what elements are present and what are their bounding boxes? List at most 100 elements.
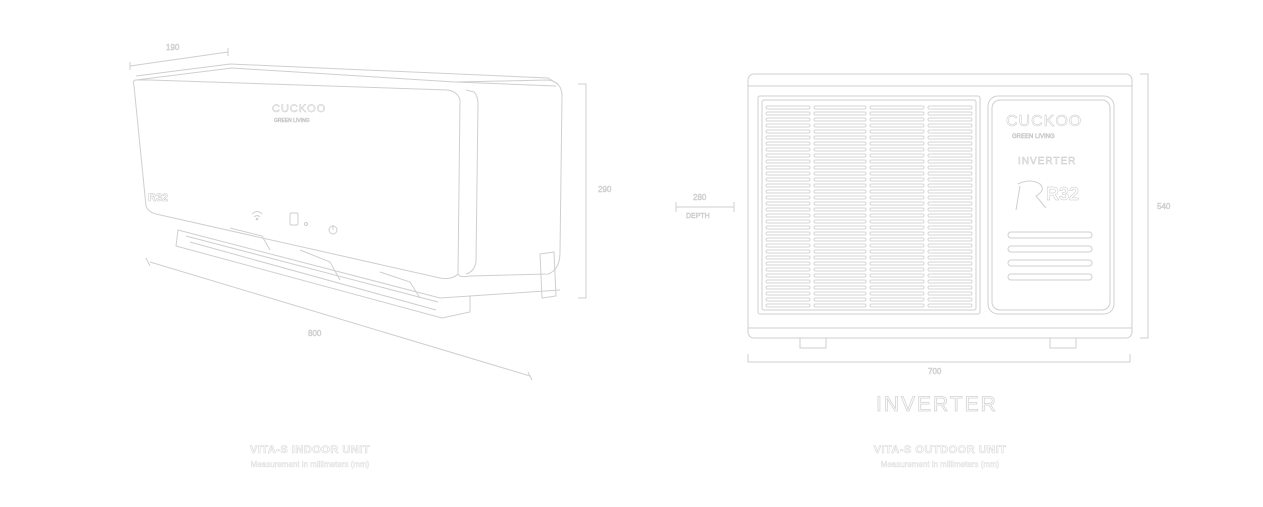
grille-bar: [869, 141, 925, 146]
grille-bar: [813, 273, 867, 278]
grille-bar: [927, 267, 973, 272]
grille-bar: [765, 129, 811, 134]
indoor-depth-dim-line: [129, 51, 229, 67]
inverter-wordmark: INVERTER: [876, 393, 998, 417]
grille-bar: [869, 111, 925, 116]
grille-bar: [927, 183, 973, 188]
grille-bar: [927, 141, 973, 146]
indoor-brand-logo: CUCKOO: [272, 103, 327, 116]
indoor-height-dim-line: [578, 83, 587, 299]
grille-bar: [765, 117, 811, 122]
grille-bar: [813, 249, 867, 254]
grille-bar: [927, 279, 973, 284]
vent-slot: [1007, 231, 1093, 239]
grille-bar: [927, 159, 973, 164]
grille-bar: [813, 225, 867, 230]
indoor-caption: VITA-S INDOOR UNIT Measurement in millim…: [160, 444, 460, 470]
grille-bar: [813, 285, 867, 290]
vent-slot: [1007, 245, 1093, 253]
grille-bar: [927, 255, 973, 260]
grille-bar: [765, 303, 811, 308]
indoor-louver: [175, 229, 471, 319]
grille-bar: [927, 291, 973, 296]
grille-bar: [869, 189, 925, 194]
grille-bar: [869, 213, 925, 218]
grille-bar: [765, 147, 811, 152]
grille-bar: [765, 159, 811, 164]
grille-bar: [927, 129, 973, 134]
grille-bar: [765, 285, 811, 290]
indoor-front-panel: [132, 79, 461, 279]
wifi-icon: [251, 211, 263, 218]
grille-bar: [765, 111, 811, 116]
grille-bar: [869, 291, 925, 296]
outdoor-brand-logo: CUCKOO: [1006, 113, 1083, 131]
grille-bar: [927, 195, 973, 200]
grille-bar: [927, 273, 973, 278]
grille-bar: [813, 189, 867, 194]
grille-bar: [869, 165, 925, 170]
grille-bar: [765, 135, 811, 140]
grille-bar: [927, 171, 973, 176]
grille-bar: [927, 249, 973, 254]
grille-bar: [927, 303, 973, 308]
grille-bar: [765, 279, 811, 284]
grille-bar: [869, 261, 925, 266]
grille-bar: [813, 195, 867, 200]
grille-bar: [813, 267, 867, 272]
grille-bar: [765, 243, 811, 248]
grille-bar: [765, 171, 811, 176]
grille-bar: [813, 279, 867, 284]
outdoor-depth-dim: 280: [693, 193, 707, 203]
grille-bar: [927, 153, 973, 158]
vent-slot: [1007, 259, 1093, 267]
grille-bar: [869, 279, 925, 284]
grille-bar: [869, 195, 925, 200]
grille-bar: [765, 297, 811, 302]
grille-bar: [813, 231, 867, 236]
grille-bar: [813, 243, 867, 248]
indoor-side-clip: [539, 251, 557, 299]
grille-bar: [869, 117, 925, 122]
grille-bar: [813, 105, 867, 110]
grille-bar: [765, 261, 811, 266]
grille-bar: [869, 201, 925, 206]
grille-bar: [869, 297, 925, 302]
grille-bar: [869, 225, 925, 230]
grille-bar: [765, 201, 811, 206]
grille-bar: [765, 153, 811, 158]
grille-bar: [765, 213, 811, 218]
grille-bar: [813, 237, 867, 242]
grille-bar: [927, 243, 973, 248]
indoor-title: VITA-S INDOOR UNIT: [249, 444, 370, 457]
grille-bar: [813, 303, 867, 308]
grille-bar: [869, 177, 925, 182]
grille-bar: [869, 231, 925, 236]
indoor-depth-dim: 190: [166, 43, 180, 53]
grille-bar: [869, 105, 925, 110]
grille-bar: [813, 177, 867, 182]
outdoor-height-dim-line: [1140, 73, 1149, 339]
grille-bar: [813, 153, 867, 158]
grille-bar: [765, 105, 811, 110]
grille-bar: [869, 135, 925, 140]
grille-bar: [927, 237, 973, 242]
grille-bar: [765, 267, 811, 272]
grille-bar: [869, 267, 925, 272]
grille-bar: [927, 165, 973, 170]
grille-bar: [813, 213, 867, 218]
grille-bar: [869, 243, 925, 248]
grille-bar: [869, 123, 925, 128]
grille-bar: [813, 171, 867, 176]
grille-bar: [813, 147, 867, 152]
grille-bar: [765, 207, 811, 212]
grille-bar: [869, 255, 925, 260]
outdoor-subtitle: Measurement in millimeters (mm): [880, 460, 1000, 469]
outdoor-width-dim-line: [747, 354, 1131, 363]
grille-bar: [813, 255, 867, 260]
outdoor-foot-right: [1049, 338, 1077, 349]
indoor-subtitle: Measurement in millimeters (mm): [250, 460, 370, 469]
